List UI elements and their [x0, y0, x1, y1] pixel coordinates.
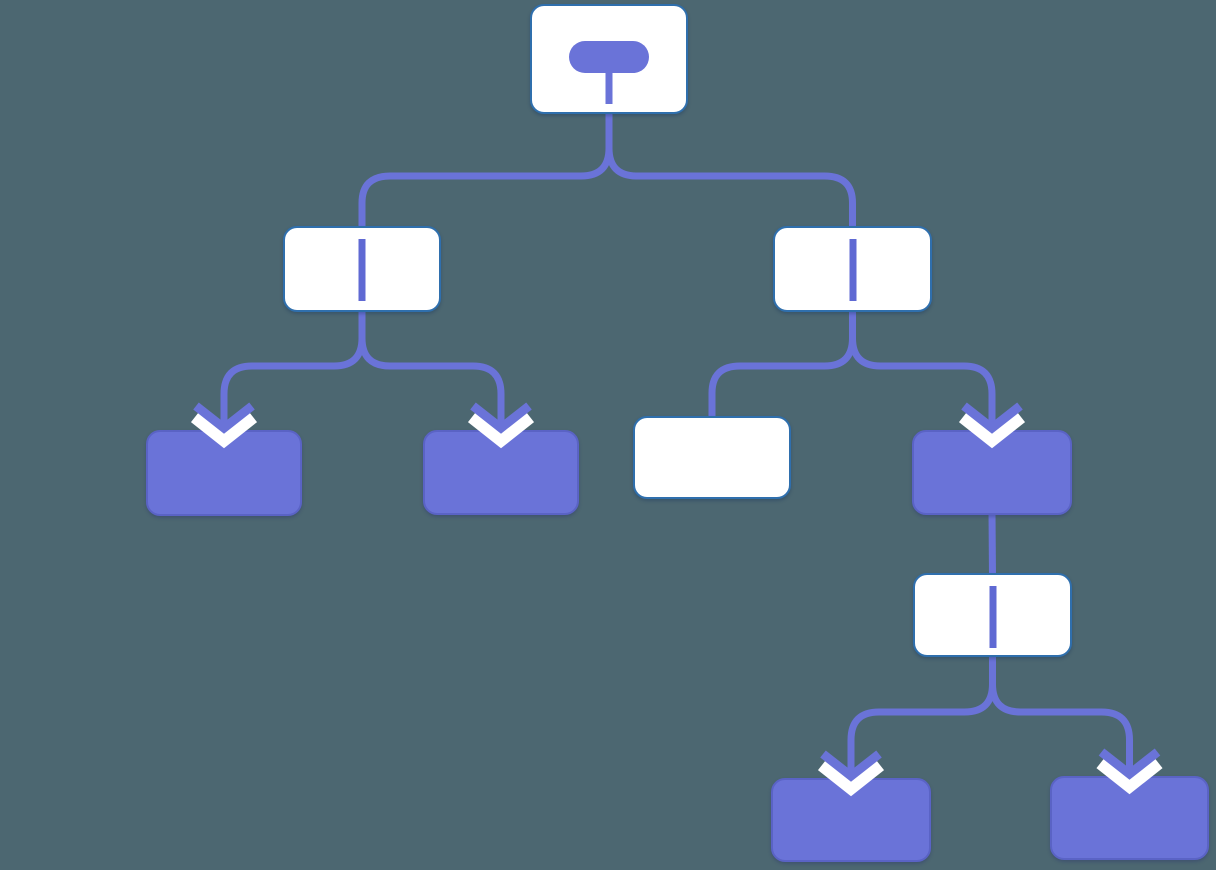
connector-edge [849, 309, 996, 423]
divider-bar-icon [849, 239, 856, 301]
node-task-e[interactable] [1050, 776, 1209, 860]
node-task-b[interactable] [423, 430, 579, 515]
node-task-c[interactable] [912, 430, 1072, 515]
node-root[interactable] [530, 4, 688, 114]
connector-edge [605, 111, 856, 230]
connector-edge [989, 654, 1133, 769]
node-branch-right[interactable] [773, 226, 932, 312]
connector-edge [358, 309, 505, 423]
tree-root-icon [569, 41, 649, 73]
node-task-d[interactable] [771, 778, 931, 862]
node-step-empty[interactable] [633, 416, 791, 499]
root-stem [605, 70, 613, 104]
node-branch-lower[interactable] [913, 573, 1072, 657]
divider-bar-icon [358, 239, 366, 301]
node-task-a[interactable] [146, 430, 302, 516]
divider-bar-icon [989, 586, 996, 648]
connector-edge [988, 511, 996, 578]
node-branch-left[interactable] [283, 226, 441, 312]
